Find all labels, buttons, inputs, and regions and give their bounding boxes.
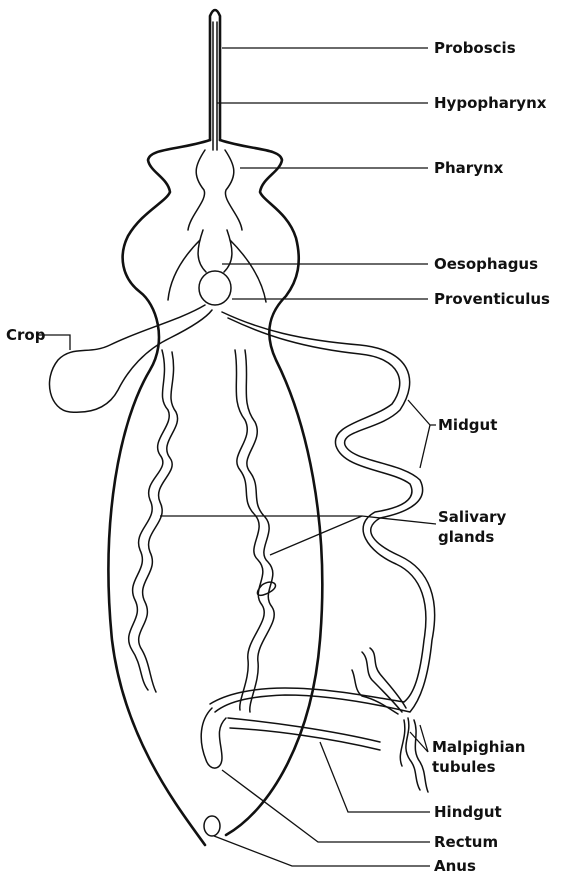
label-malpighian-line1: Malpighian bbox=[432, 738, 525, 756]
label-proboscis: Proboscis bbox=[434, 39, 516, 57]
leader-midgut bbox=[408, 400, 436, 468]
hypopharynx-canal bbox=[213, 22, 217, 150]
body-outline bbox=[108, 140, 322, 845]
anus bbox=[204, 816, 220, 836]
label-pharynx: Pharynx bbox=[434, 159, 504, 177]
label-proventiculus: Proventiculus bbox=[434, 290, 550, 308]
leader-salivary bbox=[160, 516, 436, 555]
oesophagus bbox=[198, 230, 232, 272]
label-hypopharynx: Hypopharynx bbox=[434, 94, 547, 112]
midgut-tube bbox=[210, 312, 435, 712]
label-malpighian-line2: tubules bbox=[432, 758, 496, 776]
label-anus: Anus bbox=[434, 857, 476, 875]
salivary-gland-right bbox=[235, 350, 274, 712]
leader-rectum bbox=[222, 770, 430, 842]
label-salivary-line2: glands bbox=[438, 528, 494, 546]
rectum bbox=[201, 708, 226, 768]
leader-malpighian bbox=[410, 725, 428, 752]
crop-duct bbox=[49, 305, 212, 412]
label-oesophagus: Oesophagus bbox=[434, 255, 538, 273]
leader-anus bbox=[214, 836, 430, 866]
label-hindgut: Hindgut bbox=[434, 803, 502, 821]
proventiculus-bulb bbox=[199, 271, 231, 305]
leader-hindgut bbox=[320, 742, 430, 812]
pharynx-bulb bbox=[188, 150, 242, 230]
label-salivary-line1: Salivary bbox=[438, 508, 507, 526]
label-rectum: Rectum bbox=[434, 833, 498, 851]
malpighian-tubules-lower bbox=[400, 718, 428, 792]
proboscis-outline bbox=[210, 10, 220, 140]
label-crop: Crop bbox=[6, 326, 46, 344]
malpighian-tubules-upper bbox=[352, 648, 406, 714]
label-midgut: Midgut bbox=[438, 416, 497, 434]
